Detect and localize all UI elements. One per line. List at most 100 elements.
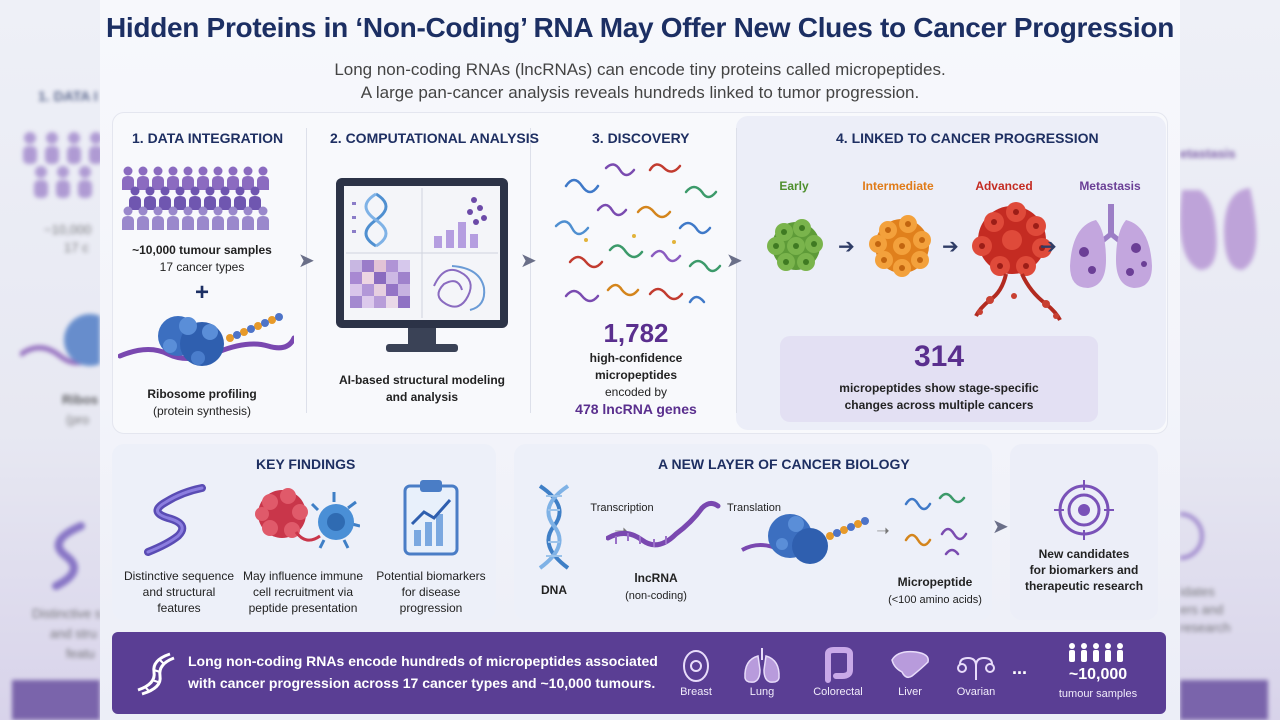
organ-liver: Liver	[882, 646, 938, 698]
arrow-right-icon: ➔	[838, 236, 855, 258]
stage-specific-line-2: changes across multiple cancers	[844, 398, 1034, 412]
divider	[736, 128, 737, 413]
blurred-samples: ~10,000	[44, 222, 92, 237]
stage-early-label: Early	[779, 179, 809, 193]
step-2-caption-line-2: and analysis	[385, 390, 459, 404]
step-2-title: 2. COMPUTATIONAL ANALYSIS	[330, 130, 539, 146]
helix-structure-icon	[144, 484, 206, 556]
subtitle-line-2: A large pan-cancer analysis reveals hund…	[360, 83, 920, 102]
immune-cell-icon	[255, 488, 360, 549]
stage-specific-count: 314	[913, 340, 965, 373]
divider	[530, 128, 531, 413]
step-3-title: 3. DISCOVERY	[592, 130, 690, 146]
new-layer-title: A NEW LAYER OF CANCER BIOLOGY	[658, 456, 910, 472]
blurred-r1: idates	[1180, 584, 1215, 599]
blurred-ribo: Ribos	[62, 392, 99, 407]
finding-3-line-1: Potential biomarkers	[376, 569, 486, 583]
micropeptide-label: Micropeptide	[897, 575, 973, 589]
blurred-left-margin: 1. DATA I ~10,000 17 c Ribos (pro Distin…	[0, 0, 100, 720]
transcription-label: Transcription	[590, 502, 654, 514]
candidates-line-3: therapeutic research	[1024, 579, 1144, 593]
blurred-metastasis: etastasis	[1180, 146, 1236, 161]
blurred-banner	[12, 680, 100, 720]
lung-icon	[1180, 188, 1257, 270]
organ-lung-label: Lung	[749, 686, 775, 698]
candidates-line-2: for biomarkers and	[1029, 563, 1139, 577]
translation-label: Translation	[726, 502, 781, 514]
more-organs-ellipsis: ...	[1012, 658, 1028, 678]
subtitle: Long non-coding RNAs (lncRNAs) can encod…	[100, 58, 1180, 104]
summary-line-2: with cancer progression across 17 cancer…	[188, 675, 656, 691]
lncrna-genes: 478 lncRNA genes	[575, 401, 697, 417]
ribosome-icon	[20, 314, 100, 366]
discovery-line-1: high-confidence	[589, 351, 683, 365]
step-4-title: 4. LINKED TO CANCER PROGRESSION	[836, 130, 1099, 146]
discovery-line-2: micropeptides	[594, 368, 678, 382]
stage-specific-callout	[780, 336, 1098, 422]
organ-liver-label: Liver	[898, 686, 922, 698]
finding-3-line-2: for disease	[401, 585, 461, 599]
people-icon	[1069, 643, 1123, 662]
ribosome-profiling-sub: (protein synthesis)	[152, 404, 252, 418]
ribosome-translation-icon	[741, 514, 869, 564]
people-icon	[23, 132, 100, 198]
dna-label: DNA	[541, 583, 567, 597]
breast-icon	[683, 650, 709, 682]
people-icon	[122, 166, 269, 230]
colon-icon	[825, 647, 853, 683]
tumour-sample-count: ~10,000	[1068, 666, 1128, 683]
arrow-right-icon: ➤	[726, 250, 743, 272]
organ-breast-label: Breast	[680, 686, 712, 698]
blurred-r3: research	[1180, 620, 1231, 635]
arrow-right-icon: ➝	[876, 523, 890, 540]
blurred-ribo-sub: (pro	[66, 412, 90, 427]
intermediate-tumor-icon	[869, 215, 931, 277]
divider	[306, 128, 307, 413]
summary-line-1: Long non-coding RNAs encode hundreds of …	[188, 653, 658, 669]
step-2-caption-line-1: AI-based structural modeling	[338, 373, 506, 387]
target-icon	[1054, 480, 1114, 540]
clipboard-chart-icon	[403, 480, 459, 556]
samples-count: ~10,000 tumour samples	[132, 243, 272, 257]
blurred-dist2: and stru	[50, 626, 97, 641]
summary-banner: Long non-coding RNAs encode hundreds of …	[112, 632, 1166, 714]
finding-3-line-3: progression	[399, 601, 463, 615]
blurred-right-margin: etastasis idates ers and research	[1180, 0, 1280, 720]
blurred-r2: ers and	[1180, 602, 1224, 617]
discovery-line-3: encoded by	[604, 385, 668, 399]
micropeptides-cluster-icon	[554, 163, 722, 304]
arrow-right-icon: ➔	[1040, 236, 1057, 258]
ribosome-profiling-label: Ribosome profiling	[147, 387, 257, 401]
blurred-dist1: Distinctive s	[32, 606, 100, 621]
finding-1-line-2: and structural	[142, 585, 216, 599]
subtitle-line-1: Long non-coding RNAs (lncRNAs) can encod…	[334, 60, 946, 79]
organ-colorectal: Colorectal	[804, 646, 872, 698]
arrow-right-icon: ➤	[520, 250, 537, 272]
metastasis-lungs-icon	[1070, 204, 1152, 288]
lncrna-label: lncRNA	[634, 571, 678, 585]
candidates-line-1: New candidates	[1038, 547, 1130, 561]
lung-icon	[744, 648, 780, 683]
liver-icon	[891, 650, 929, 679]
dna-icon	[137, 652, 175, 696]
monitor-icon	[336, 178, 508, 352]
stage-advanced-label: Advanced	[975, 179, 1033, 193]
organ-breast: Breast	[668, 646, 724, 698]
lncrna-sub: (non-coding)	[625, 590, 687, 602]
micropeptides-icon	[904, 492, 968, 556]
organ-lung: Lung	[734, 646, 790, 698]
micropeptide-sub: (<100 amino acids)	[888, 594, 982, 606]
helix-icon	[52, 522, 85, 590]
advanced-tumor-icon	[972, 202, 1062, 321]
ovary-icon	[957, 656, 995, 680]
blurred-types: 17 c	[64, 240, 89, 255]
blurred-dist3: featu	[66, 646, 95, 661]
finding-1-line-3: features	[157, 601, 201, 615]
new-layer-panel	[514, 444, 992, 620]
organ-colorectal-label: Colorectal	[813, 686, 863, 698]
finding-2-line-1: May influence immune	[242, 569, 364, 583]
stage-intermediate-label: Intermediate	[862, 179, 934, 193]
finding-2-line-3: peptide presentation	[248, 601, 358, 615]
target-icon	[1180, 512, 1204, 560]
infographic: Hidden Proteins in ‘Non-Coding’ RNA May …	[100, 0, 1180, 720]
